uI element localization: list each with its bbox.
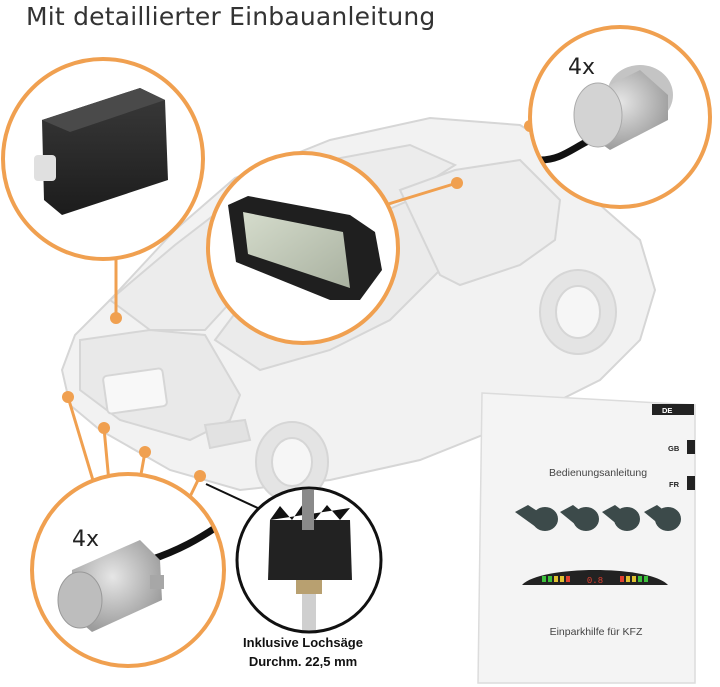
manual-lang-de: DE xyxy=(662,406,673,415)
front-sensor-callout xyxy=(528,25,712,209)
rear-sensor-callout xyxy=(30,472,226,668)
manual-display-bars xyxy=(542,576,648,582)
lang-tab-fr xyxy=(687,476,695,490)
drill-pointer-line xyxy=(205,483,263,511)
manual-heading: Bedienungsanleitung xyxy=(548,467,648,479)
manual-display-reading: 0.8 xyxy=(587,576,603,586)
hole-saw xyxy=(268,520,352,580)
front-sensor-count: 4x xyxy=(568,55,596,80)
manual-display-image xyxy=(522,570,668,585)
manual-lang-fr: FR xyxy=(669,480,679,489)
manual-sensor-row xyxy=(515,505,681,531)
hole-saw-caption: Inklusive Lochsäge Durchm. 22,5 mm xyxy=(218,633,388,671)
page-title: Mit detaillierter Einbauanleitung xyxy=(26,2,436,31)
control-box-callout xyxy=(1,57,205,261)
manual-subtitle: Einparkhilfe für KFZ xyxy=(549,626,643,638)
rear-sensor-count: 4x xyxy=(72,527,100,552)
manual-booklet: 0.8 xyxy=(477,392,696,684)
manual-lang-gb: GB xyxy=(668,444,680,453)
lang-tab-de xyxy=(652,404,694,415)
hole-saw-callout xyxy=(235,486,383,634)
display-callout xyxy=(206,151,400,345)
lcd-screen xyxy=(243,212,350,288)
hole-saw-caption-line2: Durchm. 22,5 mm xyxy=(248,654,358,669)
hole-saw-caption-line1: Inklusive Lochsäge xyxy=(243,635,363,650)
lang-tab-gb xyxy=(687,440,695,454)
